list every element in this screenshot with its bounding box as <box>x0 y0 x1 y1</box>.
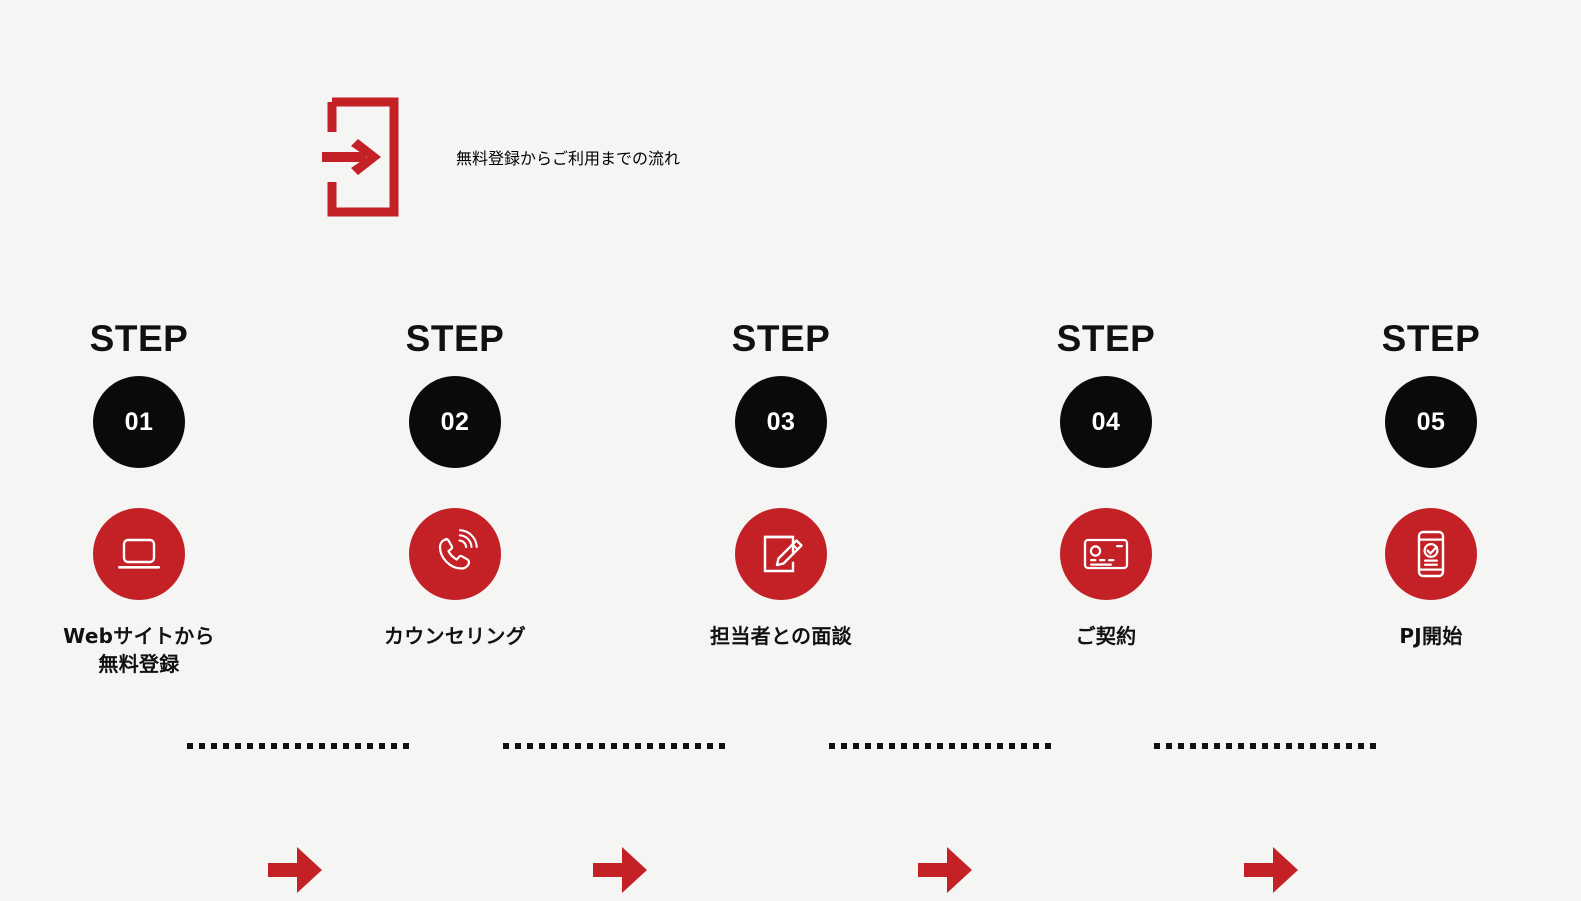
step-label-01-line1: Webサイトから <box>63 624 215 648</box>
step-number-05: 05 <box>1416 407 1446 436</box>
connector-line-4-5 <box>1154 743 1381 749</box>
step-label-04: ご契約 <box>966 622 1246 650</box>
step-word-01: STEP <box>89 318 189 359</box>
step-label-05-line1: PJ開始 <box>1399 624 1463 648</box>
arrow-right-icon <box>1244 847 1298 893</box>
step-item-05[interactable]: STEP 05 PJ開始 <box>1291 320 1571 650</box>
step-number-badge-02: 02 <box>409 376 501 468</box>
step-word-03: STEP <box>731 318 831 359</box>
step-number-badge-01: 01 <box>93 376 185 468</box>
step-number-03: 03 <box>766 407 796 436</box>
connector-line-1-2 <box>187 743 409 749</box>
document-pencil-icon <box>763 535 803 573</box>
step-number-badge-04: 04 <box>1060 376 1152 468</box>
step-word-05: STEP <box>1381 318 1481 359</box>
arrow-right-icon <box>918 847 972 893</box>
flow-arrow-4 <box>1240 839 1302 901</box>
connector-line-2-3 <box>503 743 731 749</box>
step-item-01[interactable]: STEP 01 Webサイトから 無料登録 <box>0 320 279 678</box>
step-item-02[interactable]: STEP 02 カウンセリング <box>315 320 595 650</box>
page-title: 無料登録からご利用までの流れ <box>456 151 681 168</box>
step-number-01: 01 <box>124 407 154 436</box>
step-item-04[interactable]: STEP 04 ご契約 <box>966 320 1246 650</box>
step-number-badge-05: 05 <box>1385 376 1477 468</box>
flow-arrow-2 <box>589 839 651 901</box>
step-word-04: STEP <box>1056 318 1156 359</box>
step-icon-circle-03 <box>735 508 827 600</box>
step-word-02: STEP <box>405 318 505 359</box>
step-label-05: PJ開始 <box>1291 622 1571 650</box>
step-label-01-line2: 無料登録 <box>98 652 180 676</box>
step-label-03-line1: 担当者との面談 <box>710 624 852 648</box>
step-flow: STEP 01 Webサイトから 無料登録 STEP 02 <box>0 320 1581 893</box>
connector-line-3-4 <box>829 743 1056 749</box>
step-icon-circle-01 <box>93 508 185 600</box>
step-label-02-line1: カウンセリング <box>383 624 527 648</box>
phone-call-icon <box>438 529 478 570</box>
step-icon-circle-04 <box>1060 508 1152 600</box>
arrow-right-icon <box>268 847 322 893</box>
step-item-03[interactable]: STEP 03 担当者との面談 <box>641 320 921 650</box>
login-enter-icon <box>322 97 399 217</box>
step-label-01: Webサイトから 無料登録 <box>0 622 279 678</box>
step-icon-circle-02 <box>409 508 501 600</box>
arrow-right-icon <box>593 847 647 893</box>
step-label-04-line1: ご契約 <box>1075 624 1137 648</box>
page-header: 無料登録からご利用までの流れ <box>322 96 680 218</box>
flow-arrow-1 <box>264 839 326 901</box>
laptop-icon <box>118 538 160 569</box>
step-number-02: 02 <box>440 407 470 436</box>
credit-card-icon <box>1083 538 1129 570</box>
step-label-03: 担当者との面談 <box>641 622 921 650</box>
step-number-badge-03: 03 <box>735 376 827 468</box>
smartphone-check-icon <box>1417 530 1445 578</box>
step-label-02: カウンセリング <box>315 622 595 650</box>
flow-arrow-3 <box>914 839 976 901</box>
step-icon-circle-05 <box>1385 508 1477 600</box>
step-number-04: 04 <box>1091 407 1121 436</box>
